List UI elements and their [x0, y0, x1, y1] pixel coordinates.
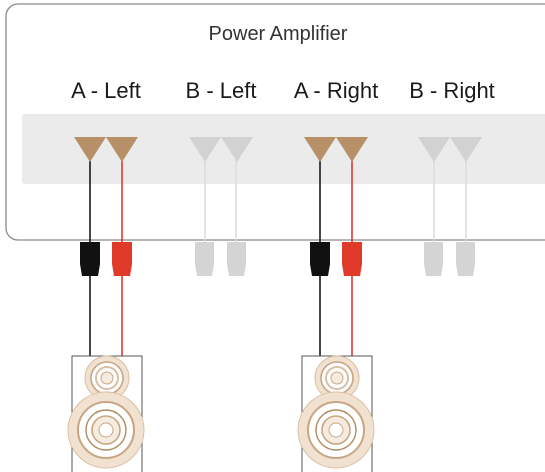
channel-label-b-right: B - Right [409, 78, 495, 103]
plug-b-right-positive [456, 242, 475, 276]
speaker-a-right [297, 355, 375, 472]
plugs [80, 242, 475, 276]
plug-a-left-negative [80, 242, 100, 276]
channel-label-a-right: A - Right [294, 78, 378, 103]
amplifier-title: Power Amplifier [209, 23, 348, 45]
terminal-panel [22, 114, 545, 184]
plug-b-left-positive [227, 242, 246, 276]
terminal-a-left-negative [74, 137, 106, 162]
plug-a-right-positive [342, 242, 362, 276]
terminal-b-right-negative [418, 137, 450, 162]
terminal-a-right-negative [304, 137, 336, 162]
plug-b-right-negative [424, 242, 443, 276]
plug-a-left-positive [112, 242, 132, 276]
speaker-a-right-woofer [297, 391, 375, 469]
terminal-b-left-positive [221, 137, 253, 162]
plug-a-right-negative [310, 242, 330, 276]
terminal-a-left-positive [106, 137, 138, 162]
terminal-b-left-negative [189, 137, 221, 162]
terminal-b-right-positive [450, 137, 482, 162]
speaker-a-left-woofer [67, 391, 145, 469]
speaker-a-left [67, 355, 145, 472]
channel-label-a-left: A - Left [71, 78, 141, 103]
terminals [74, 137, 482, 162]
terminal-a-right-positive [336, 137, 368, 162]
channel-label-b-left: B - Left [186, 78, 257, 103]
plug-b-left-negative [195, 242, 214, 276]
speaker-a-right-tweeter [314, 355, 360, 401]
